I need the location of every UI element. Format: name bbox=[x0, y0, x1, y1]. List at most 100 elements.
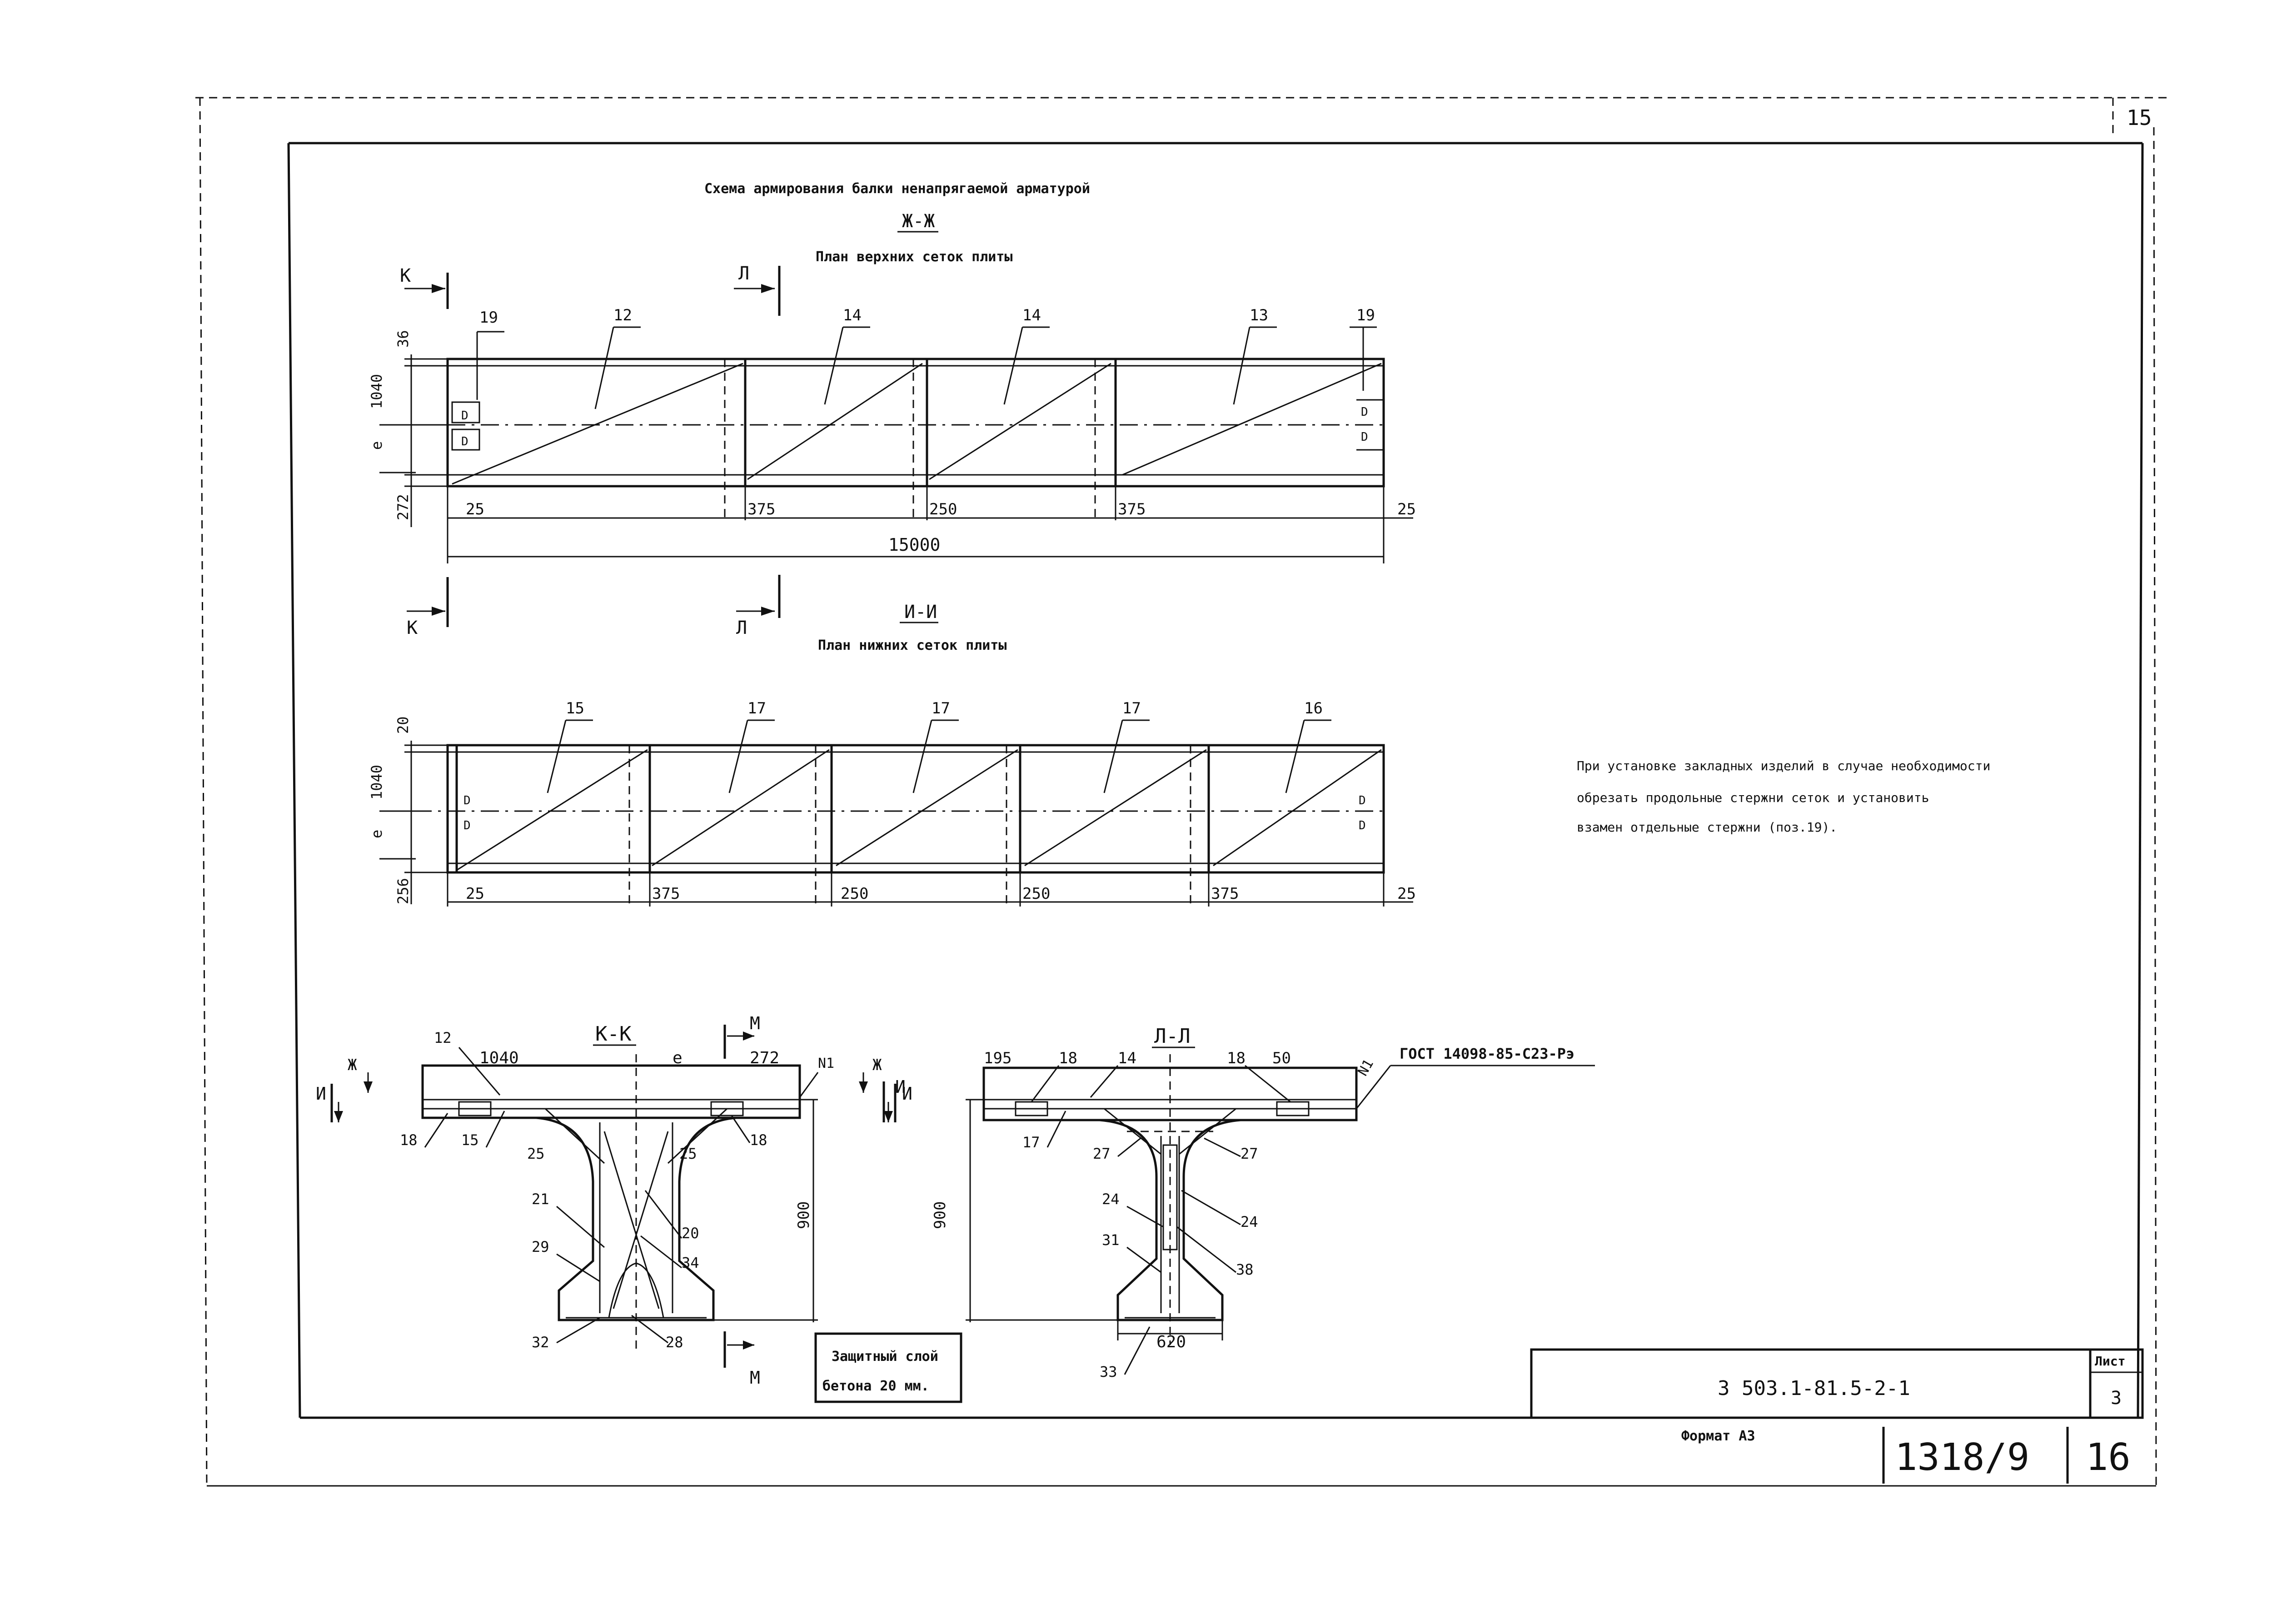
svg-text:36: 36 bbox=[394, 330, 412, 348]
svg-text:27: 27 bbox=[1093, 1145, 1111, 1162]
svg-text:19: 19 bbox=[479, 309, 498, 327]
svg-text:N1: N1 bbox=[1355, 1056, 1377, 1079]
svg-text:К: К bbox=[407, 618, 418, 638]
svg-text:D: D bbox=[461, 409, 468, 423]
svg-text:195: 195 bbox=[984, 1049, 1011, 1067]
svg-text:К-К: К-К bbox=[595, 1022, 632, 1046]
section-ii-label: И-И bbox=[904, 602, 937, 623]
cut-mark-k-bottom: К bbox=[407, 577, 449, 638]
svg-text:29: 29 bbox=[532, 1238, 549, 1255]
svg-text:250: 250 bbox=[929, 500, 957, 518]
archive-block: 1318/9 16 bbox=[1882, 1427, 2131, 1484]
svg-text:14: 14 bbox=[843, 306, 862, 324]
svg-text:25: 25 bbox=[1397, 500, 1416, 518]
svg-text:250: 250 bbox=[1022, 885, 1050, 903]
side-note: При установке закладных изделий в случае… bbox=[1577, 758, 1990, 835]
svg-text:1040: 1040 bbox=[368, 765, 385, 800]
svg-text:1040: 1040 bbox=[479, 1049, 519, 1067]
svg-text:250: 250 bbox=[841, 885, 868, 903]
sheet-number: 3 bbox=[2111, 1388, 2122, 1409]
svg-text:Л: Л bbox=[736, 618, 747, 638]
sheet-label: Лист bbox=[2095, 1354, 2125, 1369]
svg-text:13: 13 bbox=[1250, 306, 1268, 324]
svg-text:Л-Л: Л-Л bbox=[1154, 1025, 1190, 1048]
svg-text:e: e bbox=[368, 441, 385, 450]
svg-text:27: 27 bbox=[1241, 1145, 1258, 1162]
page-number: 16 bbox=[2086, 1436, 2131, 1479]
top-plan-labels: 19 12 14 14 13 19 bbox=[476, 306, 1377, 409]
svg-text:21: 21 bbox=[532, 1191, 549, 1208]
svg-text:D: D bbox=[461, 435, 468, 448]
svg-text:375: 375 bbox=[1118, 500, 1146, 518]
svg-text:бетона 20 мм.: бетона 20 мм. bbox=[822, 1378, 929, 1394]
svg-text:D: D bbox=[463, 819, 471, 832]
section-kk: К-К 900 12 1040 e 272 N1 18 15 bbox=[400, 1022, 834, 1351]
svg-text:18: 18 bbox=[750, 1131, 767, 1149]
svg-text:620: 620 bbox=[1156, 1333, 1186, 1351]
svg-text:И: И bbox=[895, 1077, 906, 1097]
outer-frame bbox=[195, 97, 2167, 1487]
svg-text:D: D bbox=[1359, 794, 1366, 807]
svg-text:25: 25 bbox=[527, 1145, 545, 1162]
svg-text:К: К bbox=[400, 265, 411, 286]
cut-marks-kk: Ж И М М Ж И bbox=[316, 1013, 912, 1388]
svg-text:И: И bbox=[316, 1084, 326, 1104]
svg-text:М: М bbox=[750, 1013, 760, 1033]
note-box: Защитный слой бетона 20 мм. bbox=[814, 1332, 962, 1403]
gost-label: ГОСТ 14098-85-С23-Рэ bbox=[1400, 1045, 1574, 1062]
inner-frame bbox=[287, 142, 2144, 1419]
svg-text:28: 28 bbox=[666, 1334, 683, 1351]
svg-text:И: И bbox=[902, 1084, 912, 1104]
svg-text:25: 25 bbox=[679, 1145, 697, 1162]
bottom-plan-labels: 15 17 17 17 16 bbox=[547, 699, 1331, 793]
svg-text:e: e bbox=[368, 830, 385, 838]
cut-mark-l-bottom: Л bbox=[736, 575, 781, 638]
svg-text:Защитный слой: Защитный слой bbox=[832, 1349, 938, 1365]
svg-text:1040: 1040 bbox=[368, 374, 385, 409]
svg-text:взамен отдельные стержни (поз.: взамен отдельные стержни (поз.19). bbox=[1577, 820, 1837, 835]
svg-text:18: 18 bbox=[1059, 1049, 1077, 1067]
bottom-plan: D D D D bbox=[414, 744, 1386, 904]
svg-text:256: 256 bbox=[394, 878, 412, 904]
format-label: Формат А3 bbox=[1681, 1428, 1755, 1444]
svg-text:50: 50 bbox=[1272, 1049, 1291, 1067]
svg-text:375: 375 bbox=[747, 500, 775, 518]
svg-text:М: М bbox=[750, 1368, 760, 1388]
section-zhzh-label: Ж-Ж bbox=[902, 211, 935, 232]
svg-text:e: e bbox=[673, 1049, 683, 1067]
svg-text:20: 20 bbox=[682, 1225, 699, 1242]
cut-mark-l-top: Л bbox=[734, 263, 781, 316]
svg-text:20: 20 bbox=[394, 716, 412, 734]
svg-text:17: 17 bbox=[747, 699, 766, 717]
svg-text:375: 375 bbox=[652, 885, 680, 903]
svg-text:17: 17 bbox=[1022, 1134, 1040, 1151]
svg-text:31: 31 bbox=[1102, 1231, 1120, 1249]
overall-length: 15000 bbox=[888, 535, 940, 555]
svg-text:272: 272 bbox=[394, 494, 412, 520]
svg-text:N1: N1 bbox=[818, 1056, 834, 1071]
bottom-plan-bottom-dims: 25 375 250 250 375 25 bbox=[447, 872, 1416, 907]
section-zhzh-subtitle: План верхних сеток плиты bbox=[816, 249, 1012, 265]
svg-text:Ж: Ж bbox=[872, 1056, 882, 1074]
svg-text:19: 19 bbox=[1356, 306, 1375, 324]
svg-text:16: 16 bbox=[1304, 699, 1323, 717]
svg-text:D: D bbox=[1361, 430, 1368, 444]
svg-text:обрезать продольные стержни се: обрезать продольные стержни сеток и уста… bbox=[1577, 790, 1929, 805]
svg-text:14: 14 bbox=[1118, 1049, 1136, 1067]
svg-text:Ж: Ж bbox=[348, 1056, 357, 1074]
top-plan-bottom-dims: 25 375 250 375 25 15000 bbox=[447, 486, 1416, 563]
doc-code: 3 503.1-81.5-2-1 bbox=[1718, 1377, 1910, 1400]
svg-text:24: 24 bbox=[1102, 1191, 1120, 1208]
top-plan-left-dims: 36 1040 e 272 bbox=[368, 330, 450, 527]
svg-text:25: 25 bbox=[1397, 885, 1416, 903]
svg-text:D: D bbox=[1361, 405, 1368, 419]
corner-sheet-number: 15 bbox=[2127, 105, 2152, 130]
svg-text:38: 38 bbox=[1236, 1261, 1254, 1278]
svg-text:33: 33 bbox=[1100, 1363, 1117, 1380]
svg-text:12: 12 bbox=[613, 306, 632, 324]
svg-text:15: 15 bbox=[461, 1131, 479, 1149]
svg-text:24: 24 bbox=[1241, 1213, 1258, 1230]
svg-text:375: 375 bbox=[1211, 885, 1239, 903]
svg-text:34: 34 bbox=[682, 1254, 699, 1271]
